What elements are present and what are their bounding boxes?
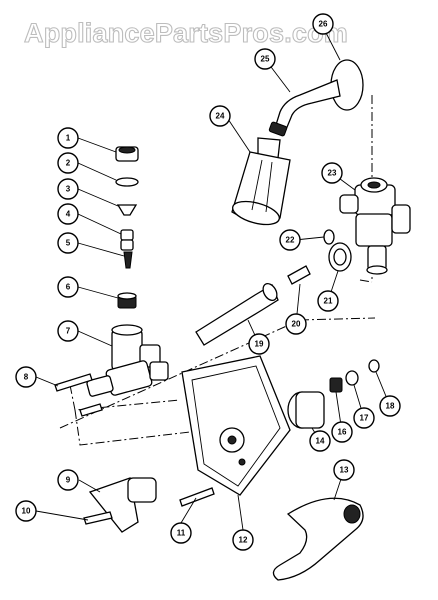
callout-21: 21 (317, 290, 339, 312)
callout-5: 5 (57, 232, 79, 254)
svg-text:23: 23 (328, 169, 337, 178)
callout-4: 4 (57, 203, 79, 225)
svg-text:3: 3 (66, 185, 71, 194)
shower-arm-assembly (268, 59, 364, 137)
callout-17: 17 (353, 407, 375, 429)
callout-16: 16 (331, 421, 353, 443)
callout-markers: 1 2 3 4 5 6 7 8 9 10 11 12 13 14 16 17 1… (15, 13, 401, 551)
handle-stem (287, 265, 311, 285)
watermark: AppliancePartsPros.com (24, 18, 348, 48)
svg-text:11: 11 (177, 529, 186, 538)
shower-head (231, 137, 291, 226)
svg-text:4: 4 (66, 210, 71, 219)
callout-8: 8 (15, 366, 37, 388)
callout-6: 6 (57, 276, 79, 298)
svg-text:5: 5 (66, 239, 71, 248)
svg-text:22: 22 (286, 236, 295, 245)
callout-18: 18 (379, 395, 401, 417)
svg-text:10: 10 (22, 507, 31, 516)
callout-14: 14 (309, 430, 331, 452)
svg-text:17: 17 (360, 414, 369, 423)
svg-text:24: 24 (216, 112, 225, 121)
svg-text:14: 14 (316, 437, 325, 446)
svg-text:26: 26 (319, 20, 328, 29)
stem-washer (345, 370, 359, 386)
gasket-ring (328, 242, 352, 272)
callout-7: 7 (57, 320, 79, 342)
svg-text:9: 9 (66, 476, 71, 485)
screw (54, 373, 103, 417)
diverter-handle (83, 477, 157, 533)
svg-text:19: 19 (255, 340, 264, 349)
callout-10: 10 (15, 500, 37, 522)
o-ring-washer (323, 229, 335, 245)
mounting-screw (179, 487, 215, 507)
svg-text:20: 20 (292, 320, 301, 329)
valve-cartridge-stack (115, 146, 139, 309)
handle-sleeve (287, 391, 325, 429)
callout-13: 13 (333, 459, 355, 481)
svg-text:2: 2 (66, 159, 71, 168)
callout-24: 24 (209, 105, 231, 127)
callout-26: 26 (312, 13, 334, 35)
seat-washer (368, 359, 380, 373)
svg-text:13: 13 (340, 466, 349, 475)
svg-text:8: 8 (24, 373, 29, 382)
callout-9: 9 (57, 469, 79, 491)
diverter-valve-body (339, 177, 411, 275)
tub-spout (272, 497, 364, 581)
callout-12: 12 (232, 529, 254, 551)
callout-23: 23 (321, 162, 343, 184)
svg-text:6: 6 (66, 283, 71, 292)
callout-2: 2 (57, 152, 79, 174)
svg-text:21: 21 (324, 297, 333, 306)
svg-text:1: 1 (66, 134, 71, 143)
svg-text:12: 12 (239, 536, 248, 545)
callout-1: 1 (57, 127, 79, 149)
valve-handle (195, 282, 279, 346)
callout-11: 11 (170, 522, 192, 544)
bonnet-nut (329, 377, 343, 393)
callout-3: 3 (57, 178, 79, 200)
callout-20: 20 (285, 313, 307, 335)
escutcheon-plate (181, 355, 291, 496)
svg-text:7: 7 (66, 327, 71, 336)
callout-22: 22 (279, 229, 301, 251)
svg-text:25: 25 (261, 55, 270, 64)
callout-25: 25 (254, 48, 276, 70)
svg-text:18: 18 (386, 402, 395, 411)
tub-shower-valve-body (86, 324, 169, 397)
svg-text:16: 16 (338, 428, 347, 437)
callout-19: 19 (248, 333, 270, 355)
